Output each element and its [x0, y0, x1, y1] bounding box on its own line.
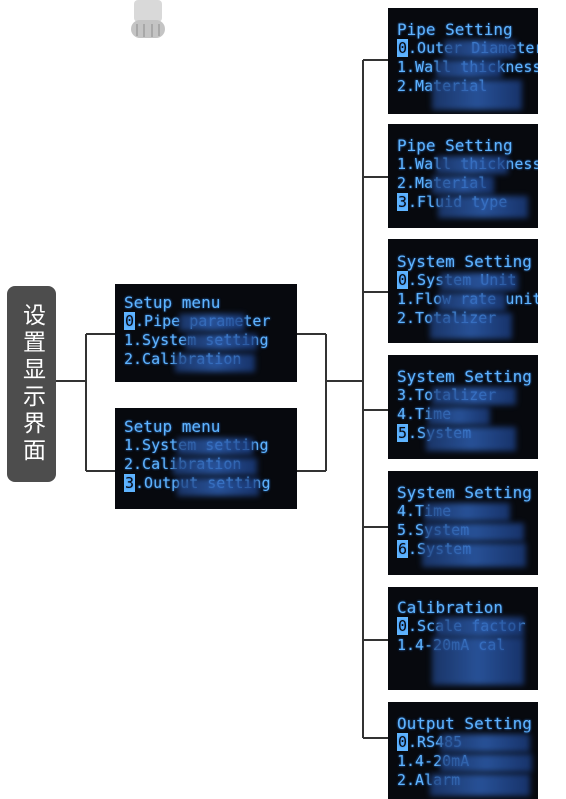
sub-screen-system-1: System Setting 0.System Unit 1.Flow rate… [388, 239, 538, 343]
sub-screen-system-1-title: System Setting [397, 252, 532, 271]
sub-screen-pipe-2-title: Pipe Setting [397, 136, 513, 155]
settings-display-label: 设置显示界面 [7, 286, 56, 482]
sub-screen-calibration-title: Calibration [397, 598, 503, 617]
sub-screen-output: Output Setting 0.RS485 1.4-20mA 2.Alarm [388, 702, 538, 799]
sub-screen-system-2-title: System Setting [397, 367, 532, 386]
sub-screen-system-3: System Setting 4.Time 5.System 6.System [388, 471, 538, 575]
main-screen-2-title: Setup menu [124, 417, 221, 436]
main-screen-1: Setup menu 0.Pipe parameter 1.System set… [115, 284, 297, 382]
sensor-knob-icon [131, 0, 165, 38]
sub-screen-system-2: System Setting 3.Totalizer 4.Time 5.Syst… [388, 355, 538, 459]
main-screen-2: Setup menu 1.System setting 2.Calibratio… [115, 408, 297, 509]
main-screen-1-title: Setup menu [124, 293, 221, 312]
sub-screen-output-title: Output Setting [397, 714, 532, 733]
sub-screen-pipe-1-title: Pipe Setting [397, 20, 513, 39]
sub-screen-calibration: Calibration 0.Scale factor 1.4-20mA cal [388, 587, 538, 690]
settings-display-label-text: 设置显示界面 [18, 303, 45, 465]
sub-screen-pipe-1: Pipe Setting 0.Outer Diameter 1.Wall thi… [388, 8, 538, 114]
sub-screen-pipe-2: Pipe Setting 1.Wall thickness 2.Material… [388, 124, 538, 228]
sub-screen-system-3-title: System Setting [397, 483, 532, 502]
